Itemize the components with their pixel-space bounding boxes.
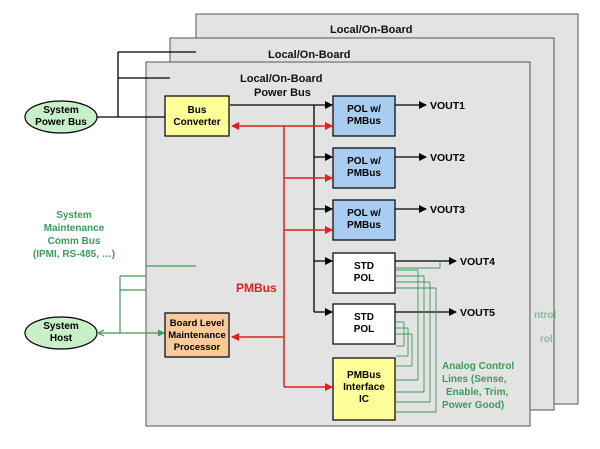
analog-control-label: Analog Control Lines (Sense, Enable, Tri…	[442, 361, 514, 411]
power-bus-lines	[96, 51, 457, 316]
pmbus-ic-line2: Interface	[343, 382, 385, 393]
analog-line4: Power Good)	[442, 400, 504, 411]
pol-1-line1: POL w/	[347, 104, 381, 115]
pol-3-line1: POL w/	[347, 208, 381, 219]
system-power-bus-line1: System	[43, 105, 79, 116]
std-block-2: STD POL	[332, 303, 396, 345]
pmbus-ic-line3: IC	[359, 394, 369, 405]
pmbus-label: PMBus	[236, 281, 277, 295]
back-board-analog-ghost: ntrol rol	[534, 310, 556, 345]
pol-2-line2: PMBus	[347, 168, 381, 179]
maintenance-bus-label: System Maintenance Comm Bus (IPMI, RS-48…	[33, 210, 115, 260]
std-2-line2: POL	[354, 324, 375, 335]
pmbus-lines	[231, 122, 333, 391]
vout5-label: VOUT5	[460, 307, 495, 319]
ghost-analog-back: ntrol	[534, 310, 556, 321]
maintenance-bus-lines	[97, 265, 196, 337]
system-host-line1: System	[43, 321, 79, 332]
system-power-bus-line2: Power Bus	[35, 117, 87, 128]
analog-line1: Analog Control	[442, 361, 514, 372]
pol-block-2: POL w/ PMBus	[332, 147, 396, 189]
analog-line2: Lines (Sense,	[442, 374, 507, 385]
pol-3-line2: PMBus	[347, 220, 381, 231]
pol-2-line1: POL w/	[347, 156, 381, 167]
maintenance-line3: Comm Bus	[48, 236, 101, 247]
system-power-bus-node	[24, 100, 98, 134]
maintenance-line4: (IPMI, RS-485, …)	[33, 249, 115, 260]
pol-block-3: POL w/ PMBus	[332, 199, 396, 241]
std-1-line2: POL	[354, 273, 375, 284]
vout1-label: VOUT1	[430, 100, 465, 112]
analog-line3: Enable, Trim,	[446, 387, 508, 398]
vout4-label: VOUT4	[460, 256, 495, 268]
board-processor-line3: Processor	[174, 342, 221, 353]
bus-converter-line1: Bus	[188, 105, 207, 116]
pol-1-line2: PMBus	[347, 116, 381, 127]
vout3-label: VOUT3	[430, 204, 465, 216]
std-2-line1: STD	[354, 312, 374, 323]
bus-converter-block	[164, 95, 230, 137]
maintenance-line2: Maintenance	[44, 223, 105, 234]
system-host-line2: Host	[50, 333, 73, 344]
analog-control-lines	[396, 262, 441, 413]
board-back-label: Local/On-Board	[330, 24, 413, 36]
ghost-analog-middle: rol	[540, 334, 553, 345]
std-1-line1: STD	[354, 261, 374, 272]
board-processor-block	[164, 312, 230, 358]
std-block-1: STD POL	[332, 252, 396, 294]
pmbus-ic-line1: PMBus	[347, 370, 381, 381]
board-front-title-line1: Local/On-Board	[240, 73, 323, 85]
board-front-title-line2: Power Bus	[254, 87, 311, 99]
bus-converter-line2: Converter	[173, 117, 220, 128]
board-middle-label: Local/On-Board	[268, 49, 351, 61]
maintenance-line1: System	[56, 210, 92, 221]
vout2-label: VOUT2	[430, 152, 465, 164]
pol-block-1: POL w/ PMBus	[332, 95, 396, 137]
board-processor-line1: Board Level	[170, 318, 224, 329]
system-host-node	[24, 316, 98, 350]
pmbus-interface-ic-block	[332, 357, 396, 421]
board-processor-line2: Maintenance	[168, 330, 226, 341]
